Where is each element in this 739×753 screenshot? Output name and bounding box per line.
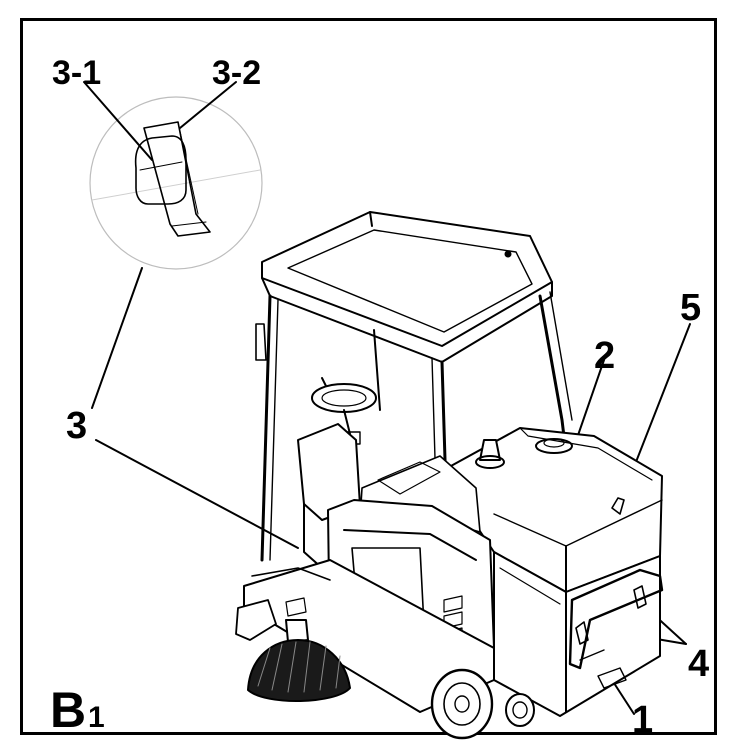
callout-3-2: 3-2	[212, 54, 261, 92]
side-brush	[247, 619, 351, 703]
callout-3: 3	[66, 405, 87, 447]
detail-circle	[89, 96, 263, 270]
machine-body	[235, 427, 664, 717]
detail-view	[89, 96, 263, 270]
callout-4: 4	[688, 643, 709, 685]
figure-id-sub: 1	[88, 701, 105, 734]
callout-1: 1	[632, 699, 653, 741]
callout-5: 5	[680, 287, 701, 329]
figure-frame	[20, 18, 717, 735]
lever-shape	[143, 121, 211, 237]
pedal-shape	[134, 135, 187, 205]
callout-2: 2	[594, 335, 615, 377]
rear-wheel	[505, 693, 535, 727]
figure-id-main: B	[50, 682, 86, 738]
front-wheel	[430, 668, 494, 740]
callout-3-1: 3-1	[52, 54, 101, 92]
canopy-roof	[261, 211, 553, 363]
